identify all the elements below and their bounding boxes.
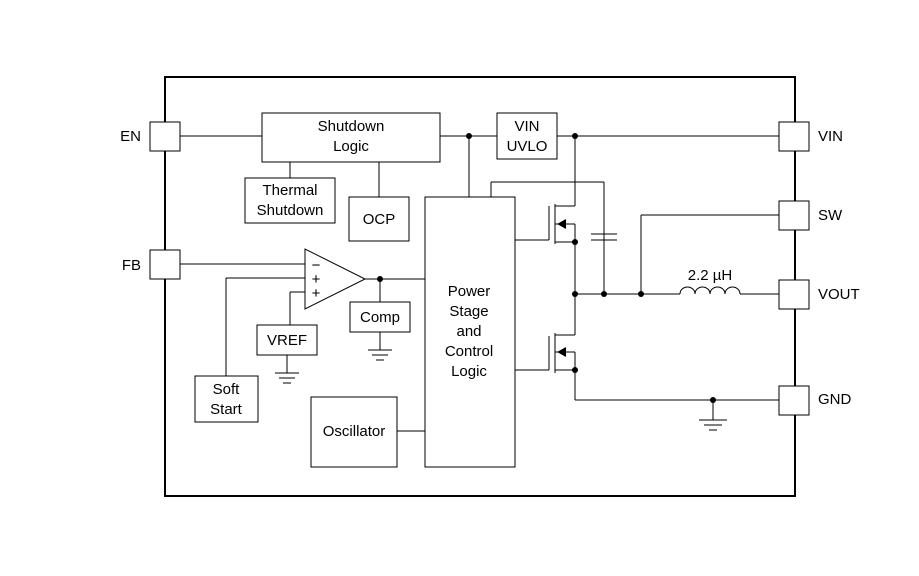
svg-text:+: + — [312, 285, 321, 302]
power-stage-block: Power Stage and Control Logic — [424, 196, 516, 468]
shutdown-logic-block: Shutdown Logic — [261, 112, 441, 163]
pin-gnd: GND — [778, 385, 852, 416]
inductor-label: 2.2 µH — [688, 267, 733, 284]
svg-text:Comp: Comp — [360, 309, 400, 326]
svg-text:FB: FB — [122, 257, 141, 274]
oscillator-block: Oscillator — [310, 396, 398, 468]
vref-block: VREF — [256, 324, 318, 356]
pin-sw: SW — [778, 200, 843, 231]
svg-text:Oscillator: Oscillator — [323, 423, 386, 440]
svg-text:Start: Start — [210, 401, 243, 418]
thermal-shutdown-block: Thermal Shutdown — [244, 177, 336, 224]
svg-text:and: and — [456, 323, 481, 340]
pin-vin: VIN — [778, 121, 843, 152]
svg-text:Control: Control — [445, 343, 493, 360]
svg-text:Logic: Logic — [451, 363, 487, 380]
svg-text:EN: EN — [120, 128, 141, 145]
svg-text:Soft: Soft — [213, 381, 241, 398]
comp-block: Comp — [349, 301, 411, 333]
svg-text:OCP: OCP — [363, 211, 396, 228]
svg-text:VOUT: VOUT — [818, 286, 860, 303]
svg-text:GND: GND — [818, 391, 852, 408]
svg-text:VREF: VREF — [267, 332, 307, 349]
svg-text:Stage: Stage — [449, 303, 488, 320]
junction-dots — [377, 133, 716, 403]
svg-text:SW: SW — [818, 207, 843, 224]
svg-text:Logic: Logic — [333, 138, 369, 155]
inductor — [679, 286, 741, 295]
pin-fb: FB — [122, 249, 181, 280]
svg-text:UVLO: UVLO — [507, 138, 548, 155]
wires — [180, 135, 779, 432]
ocp-block: OCP — [348, 196, 410, 242]
svg-text:Shutdown: Shutdown — [257, 202, 324, 219]
svg-text:VIN: VIN — [514, 118, 539, 135]
soft-start-block: Soft Start — [194, 375, 259, 423]
svg-text:VIN: VIN — [818, 128, 843, 145]
svg-text:+: + — [312, 271, 321, 288]
svg-text:−: − — [312, 257, 321, 274]
svg-text:Shutdown: Shutdown — [318, 118, 385, 135]
svg-text:Power: Power — [448, 283, 491, 300]
pin-vout: VOUT — [778, 279, 860, 310]
pin-en: EN — [120, 121, 181, 152]
vin-uvlo-block: VIN UVLO — [496, 112, 558, 160]
svg-text:Thermal: Thermal — [262, 182, 317, 199]
error-amplifier: − + + — [304, 248, 367, 310]
